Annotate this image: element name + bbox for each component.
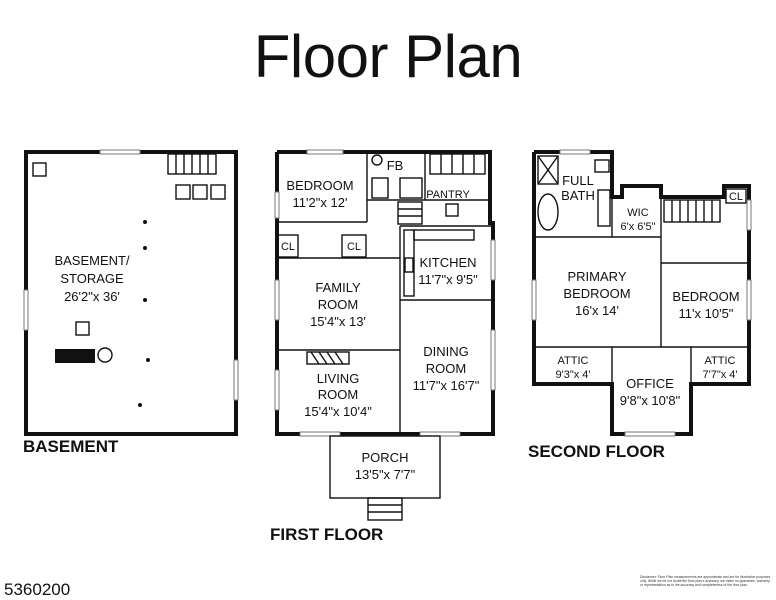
closet-2-label: CL [347, 241, 361, 253]
room-bedroom-name: BEDROOM [286, 178, 353, 193]
shower-icon [399, 177, 423, 199]
sink-icon [594, 159, 610, 173]
stairs-icon [397, 201, 423, 225]
room-attic2-name: ATTIC [705, 355, 736, 367]
basement-plan: BASEMENT/ STORAGE 26'2"x 36' BASEMENT [23, 149, 239, 456]
basement-room-name2: STORAGE [60, 271, 124, 286]
room-office-name: OFFICE [626, 376, 674, 391]
listing-number: 5360200 [4, 580, 71, 599]
room-porch-dims: 13'5"x 7'7" [355, 467, 416, 482]
basement-label: BASEMENT [23, 437, 119, 456]
window [233, 359, 239, 401]
basement-room-name: BASEMENT/ [54, 253, 130, 268]
shower-icon [537, 155, 559, 185]
washer-icon [192, 184, 208, 200]
room-bedroom2-name: BEDROOM [672, 289, 739, 304]
room-primary-dims: 16'x 14' [575, 303, 619, 318]
bathtub-icon [537, 193, 559, 231]
room-living-name: LIVING [317, 371, 360, 386]
closet-label: CL [729, 191, 743, 203]
first-floor-plan: BEDROOM 11'2"x 12' FB PANTRY CL CL KITCH… [270, 149, 496, 544]
kitchen-counter [403, 229, 415, 297]
room-living-dims: 15'4"x 10'4" [304, 404, 372, 419]
second-floor-plan: FULL BATH WIC 6'x 6'5" CL PRIMARY BEDROO… [528, 149, 752, 461]
room-attic1-dims: 9'3"x 4' [555, 369, 590, 381]
room-bedroom-dims: 11'2"x 12' [293, 195, 348, 210]
water-heater-icon [55, 349, 95, 363]
stairs-icon [429, 153, 486, 175]
room-attic1-name: ATTIC [558, 355, 589, 367]
porch-stairs-icon [367, 497, 403, 521]
first-floor-outline [275, 150, 495, 436]
stove-icon [404, 257, 414, 273]
room-office-dims: 9'8"x 10'8" [620, 393, 681, 408]
room-bedroom2-dims: 11'x 10'5" [679, 306, 734, 321]
room-attic2-dims: 7'7"x 4' [702, 369, 737, 381]
room-family-name2: ROOM [318, 297, 358, 312]
pantry-box [445, 203, 459, 217]
dryer-icon [210, 184, 226, 200]
room-fb-name: FB [387, 158, 404, 173]
room-primary-name: PRIMARY [568, 269, 627, 284]
room-wic-dims: 6'x 6'5" [620, 221, 655, 233]
sink-icon [371, 177, 389, 199]
stairs-icon [663, 199, 721, 223]
room-porch-name: PORCH [362, 450, 409, 465]
basement-room-dims: 26'2"x 36' [64, 289, 120, 304]
basement-outline [24, 150, 238, 436]
room-pantry-name: PANTRY [426, 189, 470, 201]
closet-1 [277, 234, 299, 258]
room-family-dims: 15'4"x 13' [310, 314, 366, 329]
vanity-icon [597, 189, 611, 227]
room-wic-name: WIC [627, 207, 648, 219]
toilet-icon [371, 154, 383, 166]
closet-1-label: CL [281, 241, 295, 253]
utility-box [32, 162, 47, 177]
sink-icon [175, 184, 191, 200]
window [23, 289, 29, 331]
utility-box [75, 321, 90, 336]
room-dining-name2: ROOM [426, 361, 466, 376]
electric-panel-icon [97, 347, 113, 363]
room-living-name2: ROOM [318, 387, 358, 402]
second-floor-outline [532, 150, 751, 436]
disclaimer-text: Disclaimer: Floor Plan measurements are … [640, 575, 771, 588]
closet-2 [341, 234, 367, 258]
room-fullbath-name: FULL [562, 173, 594, 188]
first-floor-label: FIRST FLOOR [270, 525, 383, 544]
stairs-icon [167, 153, 217, 175]
room-fullbath-name2: BATH [561, 188, 595, 203]
fireplace-icon [306, 351, 350, 365]
page-title: Floor Plan [253, 23, 523, 90]
kitchen-counter [413, 229, 475, 241]
room-primary-name2: BEDROOM [563, 286, 630, 301]
room-kitchen-dims: 11'7"x 9'5" [418, 272, 478, 287]
room-dining-name: DINING [423, 344, 469, 359]
room-family-name: FAMILY [315, 280, 361, 295]
closet-box [725, 188, 747, 204]
room-dining-dims: 11'7"x 16'7" [413, 378, 480, 393]
second-floor-label: SECOND FLOOR [528, 442, 665, 461]
window [99, 149, 141, 155]
room-kitchen-name: KITCHEN [419, 255, 476, 270]
